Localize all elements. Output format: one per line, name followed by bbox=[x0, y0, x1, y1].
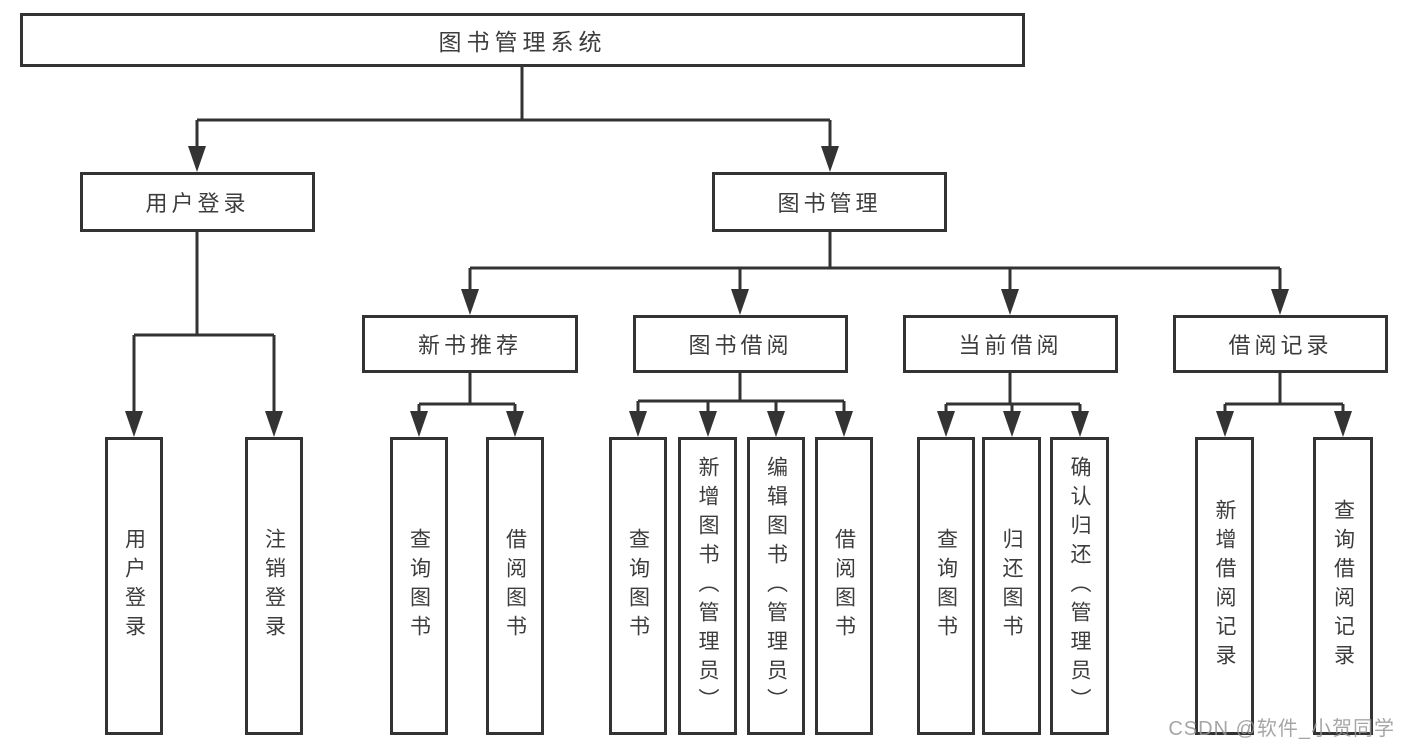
leaf-borrow-books-recommend: 借阅图书 bbox=[486, 437, 544, 735]
node-current-borrow: 当前借阅 bbox=[903, 315, 1118, 373]
node-label: 当前借阅 bbox=[958, 333, 1063, 358]
leaf-query-books-recommend: 查询图书 bbox=[390, 437, 448, 735]
node-label: 查询图书 bbox=[626, 528, 650, 644]
node-book-management: 图书管理 bbox=[712, 172, 947, 232]
leaf-add-borrow-record: 新增借阅记录 bbox=[1195, 437, 1254, 735]
node-user-login: 用户登录 bbox=[80, 172, 315, 232]
node-label: 用户登录 bbox=[145, 191, 250, 216]
node-label: 新增图书（管理员） bbox=[696, 455, 719, 717]
leaf-query-books-borrow: 查询图书 bbox=[609, 437, 667, 735]
node-label: 编辑图书（管理员） bbox=[764, 455, 788, 717]
node-label: 确认归还（管理员） bbox=[1068, 455, 1091, 717]
leaf-logout: 注销登录 bbox=[245, 437, 303, 735]
node-label: 查询图书 bbox=[934, 528, 958, 644]
leaf-edit-books-admin: 编辑图书（管理员） bbox=[747, 437, 805, 735]
leaf-return-books: 归还图书 bbox=[982, 437, 1041, 735]
node-label: 新书推荐 bbox=[417, 333, 522, 358]
node-borrow-records: 借阅记录 bbox=[1173, 315, 1388, 373]
leaf-query-borrow-record: 查询借阅记录 bbox=[1313, 437, 1373, 735]
leaf-user-login: 用户登录 bbox=[105, 437, 163, 735]
node-label: 查询图书 bbox=[407, 528, 431, 644]
node-label: 用户登录 bbox=[122, 528, 146, 644]
leaf-add-books-admin: 新增图书（管理员） bbox=[678, 437, 737, 735]
node-label: 借阅图书 bbox=[832, 528, 856, 644]
csdn-watermark: CSDN @软件_小贺同学 bbox=[1168, 718, 1395, 740]
arrowheads bbox=[125, 146, 1352, 437]
node-label: 借阅记录 bbox=[1228, 333, 1333, 358]
node-label: 归还图书 bbox=[1000, 528, 1023, 644]
leaf-query-books-current: 查询图书 bbox=[917, 437, 975, 735]
node-book-borrow: 图书借阅 bbox=[633, 315, 848, 373]
node-label: 借阅图书 bbox=[503, 528, 527, 644]
node-new-book-recommend: 新书推荐 bbox=[362, 315, 578, 373]
leaf-borrow-books: 借阅图书 bbox=[815, 437, 873, 735]
node-label: 查询借阅记录 bbox=[1331, 499, 1355, 673]
node-label: 图书管理系统 bbox=[438, 29, 607, 55]
node-label: 图书借阅 bbox=[688, 333, 793, 358]
node-library-management-system: 图书管理系统 bbox=[20, 13, 1025, 67]
node-label: 注销登录 bbox=[262, 528, 286, 644]
node-label: 新增借阅记录 bbox=[1213, 499, 1236, 673]
leaf-confirm-return-admin: 确认归还（管理员） bbox=[1050, 437, 1109, 735]
node-label: 图书管理 bbox=[777, 191, 882, 216]
